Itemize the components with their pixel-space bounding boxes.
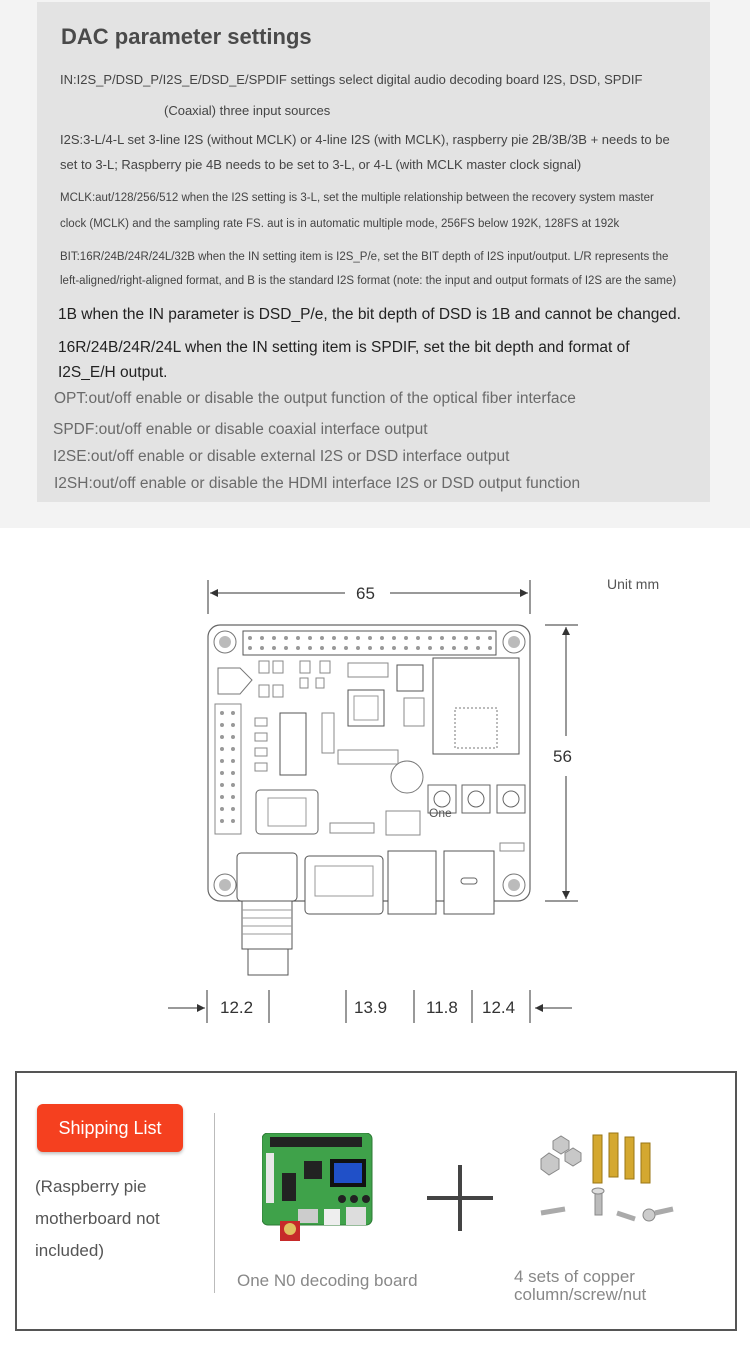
in-setting-line1: IN:I2S_P/DSD_P/I2S_E/DSD_E/SPDIF setting…: [60, 72, 643, 87]
bit-setting-line1: BIT:16R/24B/24R/24L/32B when the IN sett…: [60, 251, 669, 263]
spdf-line: SPDF:out/off enable or disable coaxial i…: [53, 421, 428, 438]
parameter-panel: DAC parameter settings IN:I2S_P/DSD_P/I2…: [37, 2, 710, 502]
i2sh-line: I2SH:out/off enable or disable the HDMI …: [54, 475, 581, 492]
in-setting-line2: (Coaxial) three input sources: [164, 103, 331, 118]
dimension-12-2: 12.2: [220, 998, 254, 1017]
button-label: One: [429, 806, 452, 820]
opt-line: OPT:out/off enable or disable the output…: [54, 390, 576, 407]
panel-title: DAC parameter settings: [61, 24, 312, 49]
shipping-list-box: Shipping List (Raspberry pie motherboard…: [15, 1071, 737, 1331]
width-dimension: 65: [356, 584, 375, 603]
plus-icon: [427, 1165, 493, 1231]
dimension-13-9: 13.9: [354, 998, 388, 1017]
mclk-setting-line2: clock (MCLK) and the sampling rate FS. a…: [60, 218, 620, 230]
dsd-line: 1B when the IN parameter is DSD_P/e, the…: [58, 306, 681, 323]
shipping-section: Shipping List (Raspberry pie motherboard…: [0, 1055, 750, 1367]
dimension-diagram: Unit mm: [0, 528, 750, 1055]
copper-hardware-image: [540, 1132, 674, 1222]
i2se-line: I2SE:out/off enable or disable external …: [53, 448, 510, 465]
i2s-setting-line1: I2S:3-L/4-L set 3-line I2S (without MCLK…: [60, 132, 670, 147]
decoding-board-image: [262, 1133, 373, 1241]
bit-setting-line2: left-aligned/right-aligned format, and B…: [60, 275, 677, 287]
spdif-line2: I2S_E/H output.: [58, 364, 168, 381]
decoding-board-caption: One N0 decoding board: [237, 1271, 418, 1290]
parameter-section: DAC parameter settings IN:I2S_P/DSD_P/I2…: [0, 0, 750, 528]
i2s-setting-line2: set to 3-L; Raspberry pie 4B needs to be…: [60, 157, 582, 172]
dimension-11-8: 11.8: [426, 998, 458, 1017]
shipping-list-button[interactable]: Shipping List: [37, 1104, 183, 1152]
divider: [214, 1113, 215, 1293]
unit-label: Unit mm: [607, 576, 660, 592]
mclk-setting-line1: MCLK:aut/128/256/512 when the I2S settin…: [60, 192, 654, 204]
board-drawing: [168, 580, 578, 1023]
spdif-line1: 16R/24B/24R/24L when the IN setting item…: [58, 339, 630, 356]
hardware-caption: 4 sets of copper column/screw/nut: [514, 1267, 647, 1304]
height-dimension: 56: [553, 747, 572, 766]
dimension-12-4: 12.4: [482, 998, 516, 1017]
shipping-note: (Raspberry pie motherboard not included): [35, 1177, 160, 1260]
